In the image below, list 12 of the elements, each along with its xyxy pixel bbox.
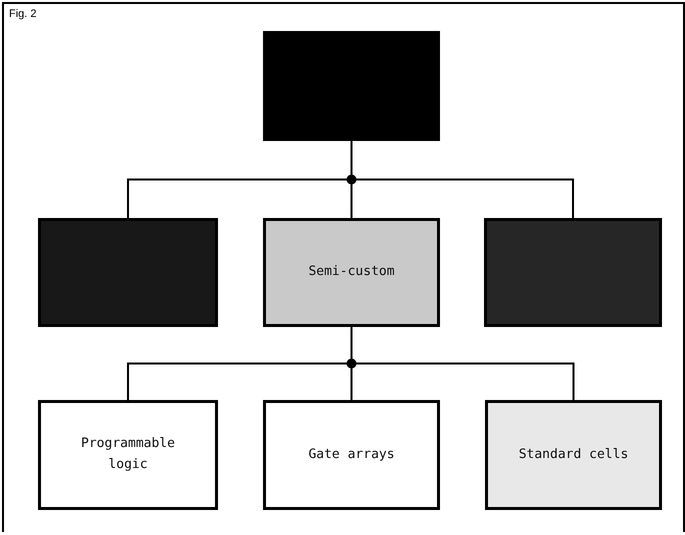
box-label: Semi-custom xyxy=(308,263,395,282)
process-box xyxy=(38,400,218,510)
process-box xyxy=(263,400,440,510)
filled-box xyxy=(38,218,218,327)
figure-number: Fig. 2 xyxy=(9,8,37,20)
box-label: Programmable logic xyxy=(80,435,176,474)
filled-box xyxy=(484,218,662,327)
box-label: Gate arrays xyxy=(308,446,395,464)
process-box xyxy=(485,400,662,510)
box-label: Standard cells xyxy=(518,446,628,464)
process-box xyxy=(263,218,440,327)
filled-box xyxy=(263,31,440,141)
